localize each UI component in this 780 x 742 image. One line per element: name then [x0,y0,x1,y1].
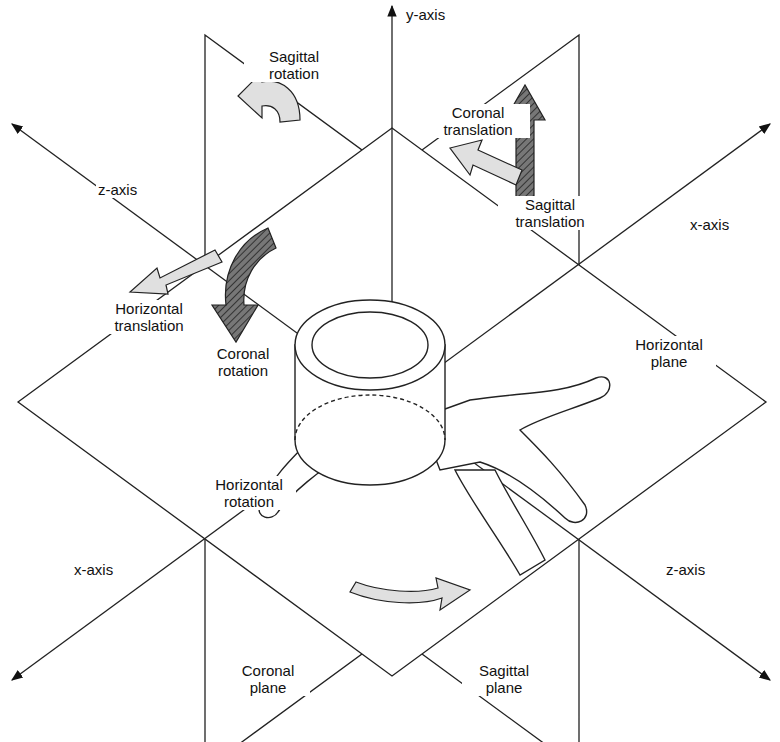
axes [12,6,770,680]
motion-label: Coronal rotation [196,345,290,379]
plane-label: Coronal plane [226,662,310,696]
axis-label: z-axis [96,181,139,198]
vertebra [259,300,610,575]
z-axis-line [12,124,770,680]
axis-label: x-axis [688,216,731,233]
x-axis-line [12,124,770,680]
motion-arrows [130,72,545,610]
coronal-rotation-arrow [212,228,276,342]
inferior-process [455,470,545,575]
horizontal-translation-arrow [130,250,222,294]
posterior-elements [420,377,610,523]
hidden-edge [295,395,445,440]
motion-label: Sagittal translation [498,196,602,230]
axis-label: x-axis [72,561,115,578]
plane-label: Sagittal plane [462,662,546,696]
motion-label: Horizontal rotation [202,476,296,510]
sagittal-translation-arrow [450,140,522,185]
motion-label: Horizontal translation [92,300,206,334]
endplate-rim [312,312,428,378]
plane-label: Horizontal plane [622,336,716,370]
motion-label: Coronal translation [426,104,530,138]
coronal-translation-arrow [505,85,545,205]
endplate [295,300,445,390]
axis-label: z-axis [664,561,707,578]
motion-label: Sagittal rotation [244,48,344,82]
horizontal-rotation-arrow [350,578,470,610]
axis-label: y-axis [404,6,447,23]
